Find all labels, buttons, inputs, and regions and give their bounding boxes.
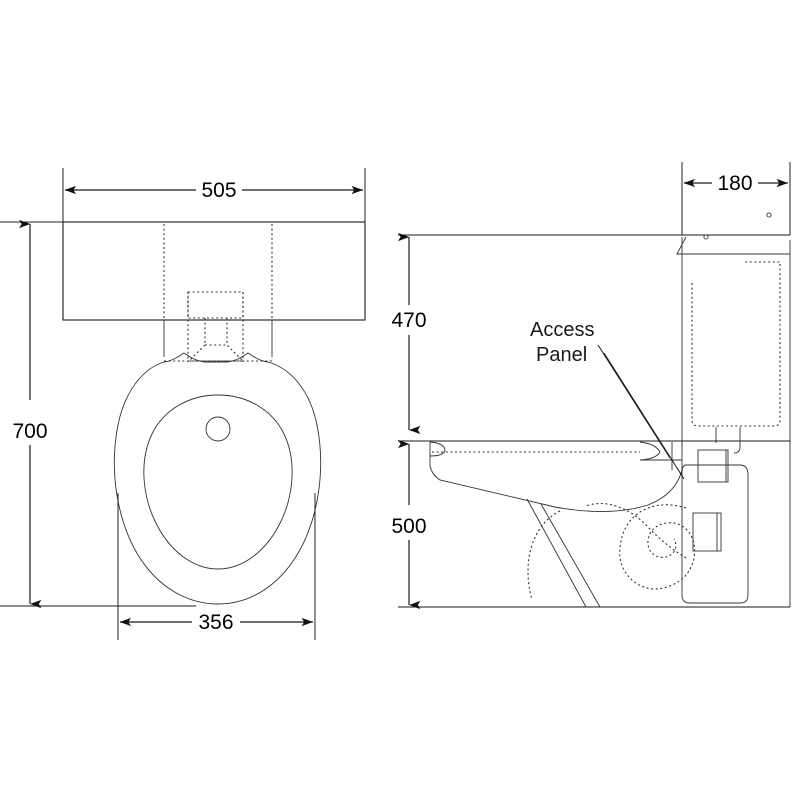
side-cistern-lid-chamfer (676, 236, 790, 255)
access-panel-leader-2 (603, 352, 685, 480)
side-back-panel (681, 464, 749, 604)
side-seat-nose-curl (429, 441, 446, 457)
side-hidden-water-chamber (691, 261, 781, 427)
front-cistern-outline (62, 221, 366, 321)
access-panel-label-line1: Access (530, 319, 594, 341)
access-panel-leader-1 (597, 344, 671, 459)
side-dimension-group: 180 470 500 (391, 162, 791, 610)
front-dimension-group: 505 700 356 (0, 168, 366, 640)
dim-505-label: 505 (201, 179, 236, 202)
access-panel-annotation: Access Panel (530, 319, 594, 366)
side-pedestal-front-line-2 (540, 503, 601, 608)
dim-470-label: 470 (391, 309, 426, 332)
dim-700-label: 700 (12, 420, 47, 443)
dim-180-label: 180 (717, 172, 752, 195)
side-flush-button-top (766, 212, 772, 218)
side-pedestal-front-line (526, 498, 587, 608)
dim-500-label: 500 (391, 515, 426, 538)
access-panel-label-line2: Panel (536, 344, 587, 366)
side-hidden-trap-upper (585, 502, 687, 559)
front-bowl-inner (143, 394, 293, 570)
side-outlet-flange-top (697, 449, 729, 483)
front-hidden-spigot-flare (187, 344, 245, 362)
dim-356-label: 356 (198, 611, 233, 634)
side-hidden-pedestal-inner (527, 510, 561, 601)
front-flush-hole (205, 416, 231, 442)
side-flush-button-front (703, 234, 709, 240)
side-view-group (398, 212, 791, 608)
side-pan-outer-profile (429, 442, 683, 512)
side-cistern-outlet-right (733, 427, 741, 454)
side-hidden-trap (619, 504, 696, 590)
side-access-panel-rect (692, 512, 722, 552)
side-seat-wedge (639, 441, 682, 461)
